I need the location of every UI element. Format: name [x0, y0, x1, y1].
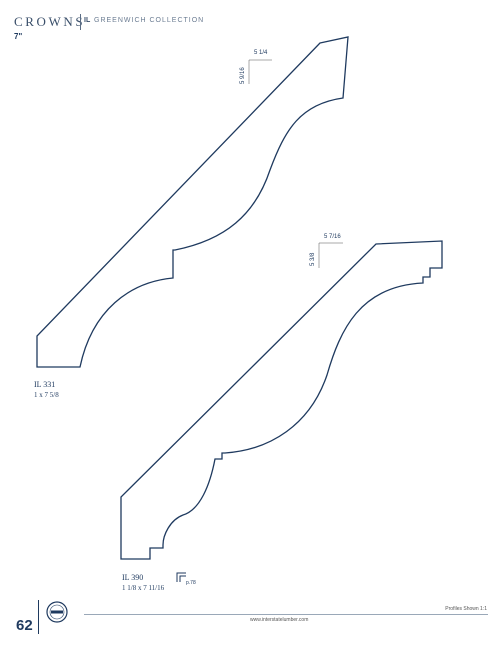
- size-heading: 7": [14, 32, 23, 41]
- brand-mark: IL: [84, 17, 91, 24]
- corner-profile-icon: [176, 572, 186, 582]
- page-number: 62: [16, 617, 33, 634]
- profile-code-331: IL 331: [34, 380, 56, 389]
- dim-vertical-331: 5 9/16: [240, 67, 246, 84]
- page-number-bar: [38, 600, 39, 634]
- header-divider: [80, 14, 81, 30]
- dim-vertical-390: 5 3/8: [310, 252, 316, 266]
- footer-url: www.interstatelumber.com: [250, 617, 309, 623]
- profile-size-331: 1 x 7 5/8: [34, 391, 59, 399]
- scale-note: Profiles Shown 1:1: [445, 606, 487, 612]
- dim-horizontal-390: 5 7/16: [324, 234, 341, 240]
- footer-rule: [84, 614, 488, 615]
- profile-il-331-outline: [36, 36, 349, 368]
- section-title: CROWNS: [14, 14, 86, 29]
- reference-page: p.78: [186, 580, 196, 586]
- dim-horizontal-331: 5 1/4: [254, 50, 268, 56]
- company-logo-icon: [46, 601, 68, 623]
- profile-size-390: 1 1/8 x 7 11/16: [122, 584, 165, 592]
- profile-code-390: IL 390: [122, 573, 144, 582]
- collection-name: GREENWICH COLLECTION: [94, 17, 205, 24]
- profile-il-390-outline: [120, 240, 443, 560]
